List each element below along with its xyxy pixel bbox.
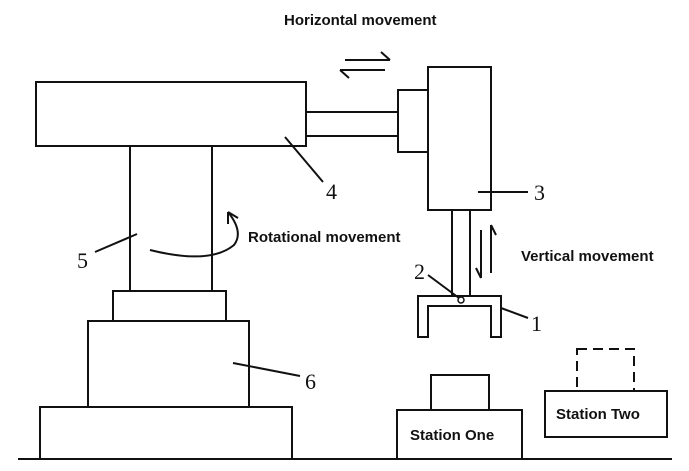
horizontal-movement-label: Horizontal movement: [284, 12, 437, 29]
base-collar: [112, 290, 227, 322]
part-number-1: 1: [531, 311, 542, 336]
horizontal-arm: [35, 81, 307, 147]
leader-5: [94, 233, 138, 253]
base-block: [87, 320, 250, 408]
leader-2: [427, 274, 460, 299]
base-plate: [39, 406, 293, 460]
leader-6: [232, 362, 301, 377]
vertical-arrows-icon: [475, 224, 497, 279]
station-two-label: Station Two: [556, 406, 640, 423]
part-number-6: 6: [305, 369, 316, 394]
part-number-2: 2: [414, 259, 425, 284]
vertical-rod: [451, 209, 471, 297]
station-two-workpiece-outline: [576, 348, 635, 392]
part-number-5: 5: [77, 248, 88, 273]
leader-4: [284, 136, 324, 183]
rotational-movement-label: Rotational movement: [248, 229, 401, 246]
vertical-unit: [427, 66, 492, 211]
rod-flange: [397, 89, 429, 153]
arm-rod: [305, 111, 399, 137]
vertical-movement-label: Vertical movement: [521, 248, 654, 265]
station-one-label: Station One: [410, 427, 494, 444]
column: [129, 145, 213, 292]
station-one-workpiece: [430, 374, 490, 411]
horizontal-arrows-icon: [339, 51, 391, 79]
part-number-4: 4: [326, 179, 337, 204]
rotation-arrow-icon: [149, 211, 239, 258]
gripper: [417, 295, 502, 338]
part-number-3: 3: [534, 180, 545, 205]
station-one: [396, 409, 523, 460]
leader-1: [500, 307, 529, 319]
pin-icon: [457, 296, 465, 304]
station-two: [544, 390, 668, 438]
